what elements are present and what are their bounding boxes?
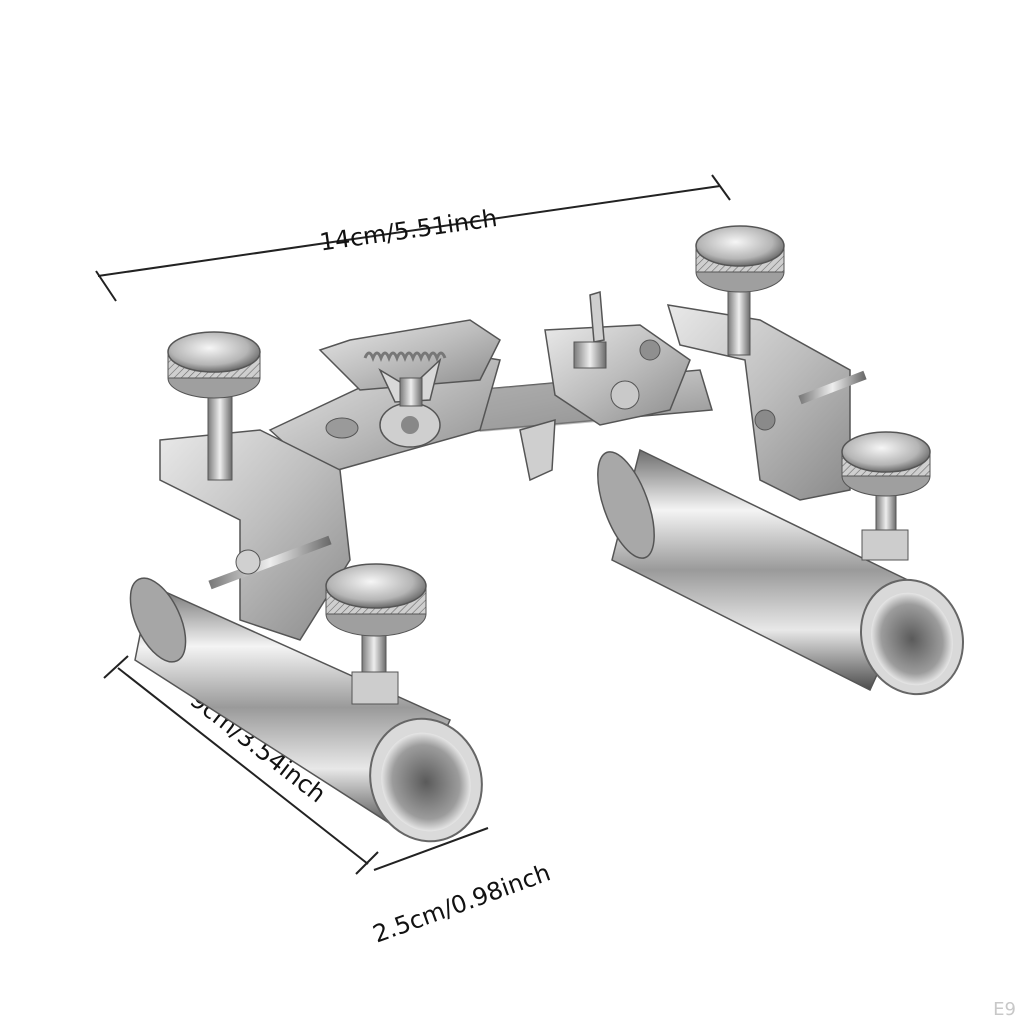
thumb-screw-left-front — [325, 563, 427, 705]
right-joint — [519, 291, 691, 482]
thumb-screw-right-top — [695, 225, 785, 356]
diameter-dimension-line — [373, 827, 489, 871]
width-dimension-line — [97, 185, 721, 277]
clamp-assembly — [129, 225, 965, 843]
diameter-dimension: 2.5cm/0.98inch — [369, 827, 554, 949]
tension-spring — [363, 351, 447, 363]
width-tick-right — [711, 174, 731, 201]
right-bracket — [666, 304, 867, 501]
thumb-screw-right-front — [841, 431, 931, 561]
length-tick-top — [103, 655, 129, 679]
length-tick-bottom — [355, 851, 379, 875]
diameter-label: 2.5cm/0.98inch — [369, 858, 554, 948]
corner-mark: E9 — [993, 999, 1016, 1020]
left-tube — [129, 577, 483, 843]
wing-nut-left — [378, 357, 442, 407]
thumb-screw-left-top — [167, 331, 261, 481]
width-tick-left — [95, 270, 117, 302]
width-dimension: 14cm/5.51inch — [95, 174, 731, 302]
wing-nut-right — [573, 291, 607, 369]
left-bracket — [159, 429, 351, 641]
width-label: 14cm/5.51inch — [318, 204, 499, 257]
length-dimension-line — [117, 667, 369, 865]
right-tube — [597, 448, 965, 696]
